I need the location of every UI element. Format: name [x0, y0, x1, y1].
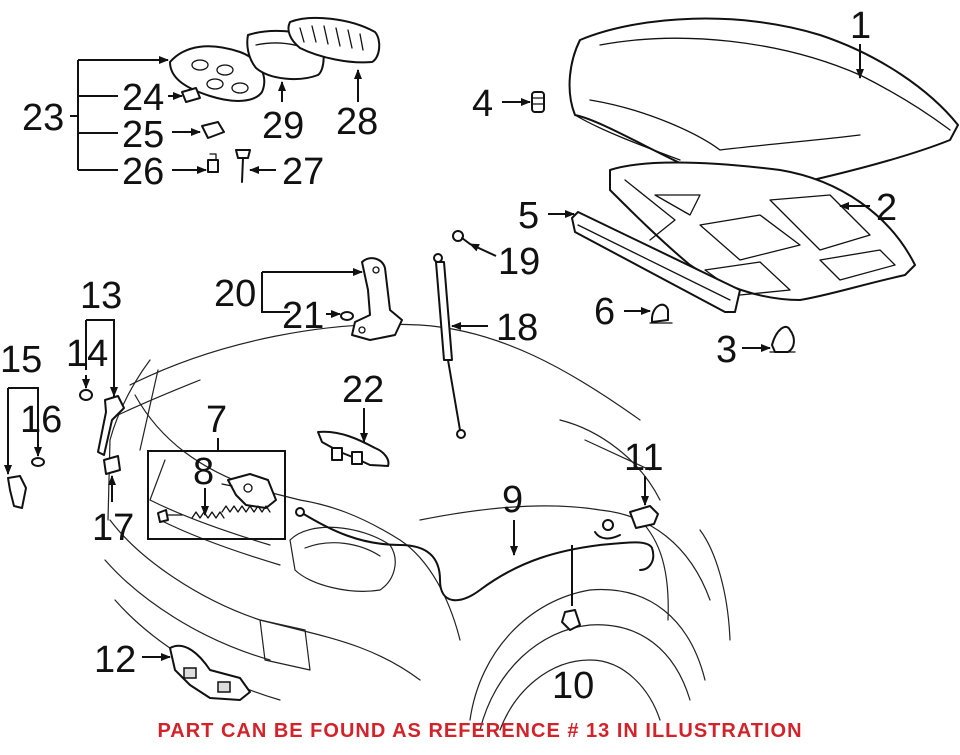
callout-4: 4	[472, 83, 493, 125]
leader-lines	[4, 44, 870, 661]
lever-cap-14	[79, 389, 93, 401]
release-lever-13	[97, 395, 125, 456]
callout-29: 29	[262, 105, 304, 147]
clip-part-6	[649, 303, 673, 324]
clip-part-3	[769, 325, 796, 353]
callout-14: 14	[66, 333, 108, 375]
callout-2: 2	[876, 187, 897, 229]
reference-notice: PART CAN BE FOUND AS REFERENCE # 13 IN I…	[157, 720, 803, 742]
handle-cap-16	[31, 457, 45, 467]
hood-insulator-24	[169, 45, 266, 103]
hood-strut-18	[433, 253, 466, 439]
callout-9: 9	[502, 479, 523, 521]
callout-28: 28	[336, 101, 378, 143]
pad-17	[103, 455, 121, 475]
hood-hinge-20	[351, 257, 403, 341]
bolt-26	[207, 153, 219, 173]
callout-11: 11	[624, 437, 663, 479]
scoop-part-28	[287, 16, 381, 64]
lower-bracket-12	[169, 644, 251, 701]
callout-21: 21	[282, 295, 324, 337]
callout-18: 18	[496, 307, 538, 349]
callout-17: 17	[92, 507, 134, 549]
callout-23: 23	[22, 97, 64, 139]
release-handle-15	[7, 475, 27, 509]
hood-inner-panel	[609, 161, 916, 301]
callout-13: 13	[80, 275, 122, 317]
callout-6: 6	[594, 291, 615, 333]
lock-support-22	[317, 430, 390, 467]
cable-bracket-11	[602, 505, 659, 531]
cable-clamp-10	[561, 609, 581, 631]
callout-5: 5	[518, 195, 539, 237]
callout-labels: 1 2 3 4 5 6 7 8 9 10 11 12 13 14 15 16 1…	[0, 5, 897, 707]
retainer-25	[201, 121, 225, 139]
vehicle-outline	[104, 323, 731, 731]
cushion-part-4	[531, 91, 545, 113]
release-cable-9	[295, 507, 655, 602]
callout-25: 25	[122, 114, 164, 156]
hood-seal-strip	[571, 211, 741, 313]
callout-22: 22	[342, 369, 384, 411]
callout-26: 26	[122, 151, 164, 193]
washer-21	[340, 311, 354, 321]
callout-24: 24	[122, 77, 164, 119]
callout-10: 10	[552, 665, 594, 707]
callout-19: 19	[498, 241, 540, 283]
screw-27	[235, 149, 251, 183]
latch-assembly-7	[147, 450, 286, 540]
callout-15: 15	[0, 339, 42, 381]
callout-8: 8	[193, 451, 214, 493]
callout-7: 7	[206, 399, 227, 441]
callout-3: 3	[716, 329, 737, 371]
callout-12: 12	[94, 639, 136, 681]
callout-20: 20	[214, 273, 256, 315]
callout-1: 1	[850, 5, 871, 47]
ball-stud-19	[452, 230, 471, 245]
callout-16: 16	[20, 399, 62, 441]
callout-27: 27	[282, 151, 324, 193]
